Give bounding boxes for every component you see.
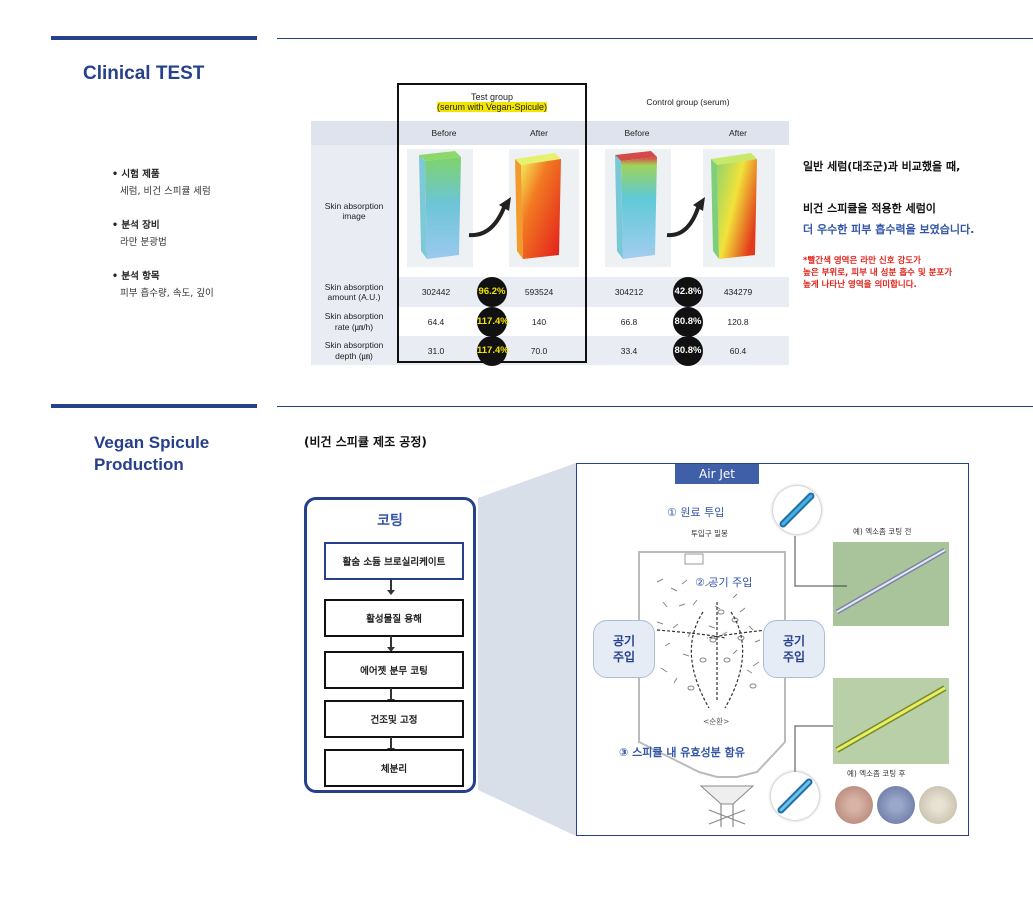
- test-group-frame: [397, 83, 587, 363]
- coating-flow-panel: 코팅 활숨 소듐 브로실리케이트 활성물질 용해 에어젯 분무 코팅 건조및 고…: [304, 497, 476, 793]
- process-title: (비건 스피큘 제조 공정): [304, 435, 427, 449]
- bullet-heading: 분석 장비: [121, 220, 160, 231]
- bullet-heading: 분석 항목: [121, 271, 160, 282]
- bullet-text: 피부 흡수량, 속도, 깊이: [120, 288, 214, 299]
- after-caption: 예) 엑소좀 코팅 후: [847, 769, 906, 778]
- note-text: *빨간색 영역은 라만 신호 강도가 높은 부위로, 피부 내 성분 흡수 및 …: [803, 256, 953, 290]
- summary-line: 일반 세럼(대조군)과 비교했을 때,: [803, 160, 961, 173]
- step3-label: ③ 스피큘 내 유효성분 함유: [619, 746, 745, 759]
- col-before: Before: [397, 121, 491, 145]
- step2-label: ② 공기 주입: [695, 576, 753, 589]
- summary-line: 비건 스피큘을 적용한 세럼이: [803, 202, 936, 215]
- arrow-icon: [666, 204, 701, 238]
- bullet-text: 라만 분광법: [120, 237, 167, 248]
- production-title: Vegan Spicule Production: [94, 433, 210, 474]
- col-after: After: [491, 121, 587, 145]
- section-rule-thick: [51, 404, 257, 408]
- sample-photo-1: [835, 786, 873, 824]
- flow-step: 에어젯 분무 코팅: [324, 651, 464, 689]
- bullet-text: 세럼, 비건 스피큘 세럼: [120, 186, 211, 197]
- clinical-title: Clinical TEST: [83, 63, 205, 84]
- flow-arrow: [387, 636, 395, 652]
- bullet-heading: 시험 제품: [121, 169, 160, 180]
- after-heatmap-block: [521, 159, 561, 259]
- clinical-table-wrap: Test group (serum with Vegan-Spicule) Co…: [311, 83, 789, 366]
- inlet-label: 투입구 밀봉: [691, 529, 728, 538]
- percent-badge: 42.8%: [673, 277, 703, 307]
- section-rule-thick: [51, 36, 257, 40]
- flow-arrow: [387, 688, 395, 704]
- summary-line-highlight: 더 우수한 피부 흡수력을 보였습니다.: [803, 223, 975, 236]
- step1-label: ① 원료 투입: [667, 506, 725, 519]
- table-header-row: Before After Before After: [311, 121, 789, 145]
- before-heatmap-block: [425, 157, 461, 259]
- table-group-header: Test group (serum with Vegan-Spicule) Co…: [311, 83, 789, 121]
- spicule-before-icon: [773, 486, 821, 534]
- bullet-item: • 분석 항목 피부 흡수량, 속도, 깊이: [112, 268, 282, 299]
- row-label: Skin absorption image: [311, 145, 397, 277]
- control-after-heatmap-block: [717, 159, 757, 259]
- control-absorption-images: [605, 149, 775, 267]
- section-rule-thin: [277, 38, 1033, 39]
- col-after: After: [687, 121, 789, 145]
- micrograph-after: [833, 678, 949, 764]
- airjet-panel: Air Jet ① 원료 투입 투입구 밀봉 ② 공기 주입 <순환> ③ 스피…: [576, 463, 969, 836]
- airjet-title: Air Jet: [675, 464, 759, 484]
- summary-text: 일반 세럼(대조군)과 비교했을 때, 비건 스피큘을 적용한 세럼이 더 우수…: [803, 158, 1031, 291]
- test-absorption-images: [407, 149, 579, 267]
- flow-step: 건조및 고정: [324, 700, 464, 738]
- flow-step: 활숨 소듐 브로실리케이트: [324, 542, 464, 580]
- particle-cloud: [656, 578, 761, 691]
- sample-photo-2: [877, 786, 915, 824]
- airflow-arrows: [656, 602, 768, 709]
- percent-badge: 96.2%: [477, 277, 507, 307]
- flow-step: 체분리: [324, 749, 464, 787]
- col-before: Before: [587, 121, 687, 145]
- arrow-icon: [468, 204, 507, 238]
- clinical-table: Test group (serum with Vegan-Spicule) Co…: [311, 83, 789, 366]
- bullet-item: • 분석 장비 라만 분광법: [112, 217, 282, 248]
- test-group-sublabel: (serum with Vegan-Spicule): [436, 102, 548, 112]
- control-group-label: Control group (serum): [587, 83, 789, 121]
- percent-badge: 117.4%: [477, 307, 509, 337]
- vessel-outline: [638, 551, 786, 778]
- percent-badge: 80.8%: [673, 307, 703, 337]
- outlet-hopper: [699, 785, 755, 805]
- circulation-label: <순환>: [703, 717, 730, 726]
- micrograph-before: [833, 542, 949, 626]
- bullet-item: • 시험 제품 세럼, 비건 스피큘 세럼: [112, 166, 282, 197]
- sample-photo-3: [919, 786, 957, 824]
- percent-badge: 80.8%: [673, 336, 703, 366]
- coating-title: 코팅: [377, 513, 403, 529]
- section-rule-thin: [277, 406, 1033, 407]
- flow-arrow: [387, 579, 395, 595]
- before-caption: 예) 엑소좀 코팅 전: [853, 527, 912, 536]
- table-row-image: Skin absorption image: [311, 145, 789, 277]
- airjet-vessel-diagram: [638, 551, 786, 827]
- flow-step: 활성물질 용해: [324, 599, 464, 637]
- clinical-bullets: • 시험 제품 세럼, 비건 스피큘 세럼 • 분석 장비 라만 분광법 • 분…: [112, 166, 282, 299]
- spicule-after-icon: [771, 772, 819, 820]
- outlet-valve: [708, 804, 746, 827]
- inlet-hatch: [684, 553, 704, 565]
- flow-arrow: [387, 737, 395, 753]
- control-before-heatmap-block: [621, 157, 657, 259]
- test-group-label: Test group: [470, 92, 514, 102]
